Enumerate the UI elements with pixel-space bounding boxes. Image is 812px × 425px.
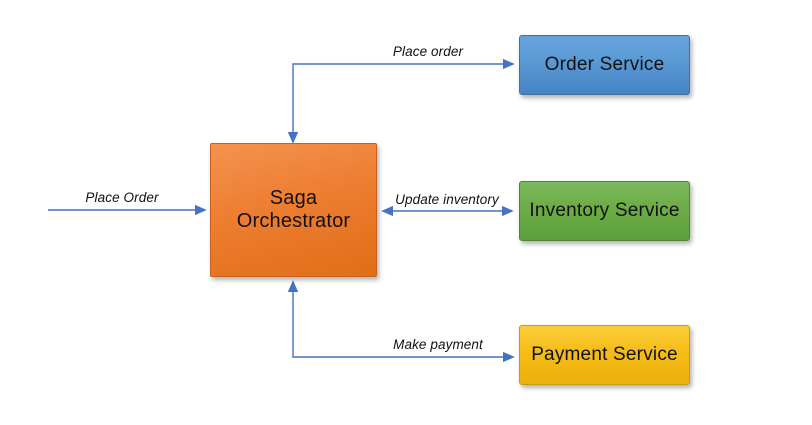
edge-place-order [287, 58, 515, 144]
edge-label-place-order: Place order [392, 44, 464, 59]
node-label-inventory-service: Inventory Service [529, 200, 680, 221]
node-saga-orchestrator: Saga Orchestrator [210, 143, 377, 277]
node-label-payment-service: Payment Service [531, 344, 678, 365]
edge-label-make-payment: Make payment [393, 337, 483, 352]
edge-label-place-order-incoming: Place Order [85, 190, 159, 205]
node-payment-service: Payment Service [519, 325, 690, 385]
node-label-saga-orchestrator: Saga Orchestrator [236, 187, 351, 232]
node-inventory-service: Inventory Service [519, 181, 690, 241]
node-order-service: Order Service [519, 35, 690, 95]
node-label-order-service: Order Service [544, 54, 665, 75]
edge-make-payment [287, 280, 515, 363]
edge-label-update-inventory: Update inventory [395, 192, 499, 207]
